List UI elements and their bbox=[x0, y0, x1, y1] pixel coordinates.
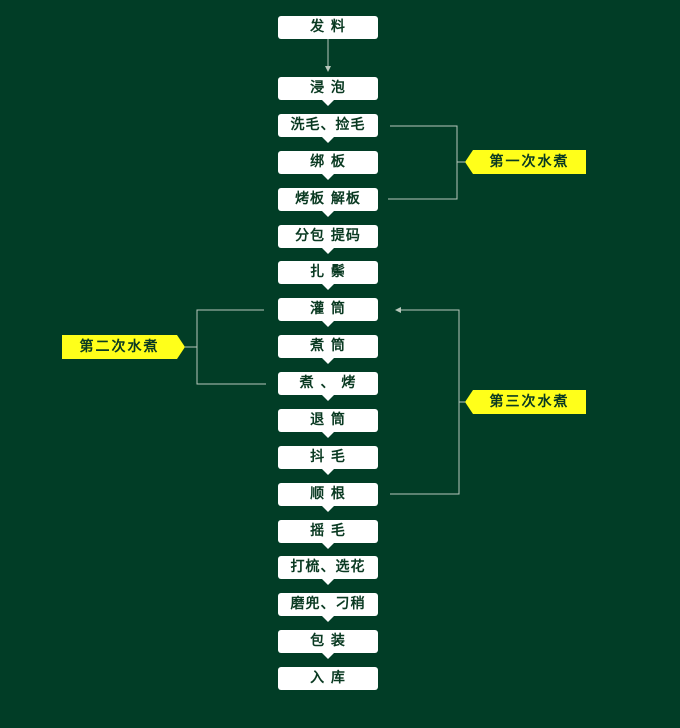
step-tie-bristle: 扎 鬃 bbox=[278, 261, 378, 290]
tag-third-boil: 第三次水煮 bbox=[465, 390, 586, 414]
step-bake-untie-board: 烤板 解板 bbox=[278, 188, 378, 217]
step-wash-pick-hair: 洗毛、捡毛 bbox=[278, 114, 378, 143]
step-boil-tube: 煮 筒 bbox=[278, 335, 378, 364]
step-dispatch-material: 发 料 bbox=[278, 16, 378, 39]
tag-second-boil: 第二次水煮 bbox=[62, 335, 185, 359]
second-boil-bracket bbox=[196, 309, 266, 385]
step-pack: 包 装 bbox=[278, 630, 378, 659]
step-fill-tube: 灌 筒 bbox=[278, 298, 378, 327]
step-rock-hair: 摇 毛 bbox=[278, 520, 378, 549]
first-boil-bracket bbox=[388, 125, 458, 200]
step-bind-board: 绑 板 bbox=[278, 151, 378, 180]
tag-first-boil: 第一次水煮 bbox=[465, 150, 586, 174]
step-boil-bake: 煮 、 烤 bbox=[278, 372, 378, 401]
step-comb-select: 打梳、选花 bbox=[278, 556, 378, 585]
step-align-roots: 顺 根 bbox=[278, 483, 378, 512]
step-remove-tube: 退 筒 bbox=[278, 409, 378, 438]
third-boil-loop bbox=[390, 307, 460, 495]
step-warehouse: 入 库 bbox=[278, 667, 378, 690]
step-shake-hair: 抖 毛 bbox=[278, 446, 378, 475]
step-grind-trim: 磨兜、刁稍 bbox=[278, 593, 378, 622]
step-soak: 浸 泡 bbox=[278, 77, 378, 106]
step-split-grade: 分包 提码 bbox=[278, 225, 378, 254]
